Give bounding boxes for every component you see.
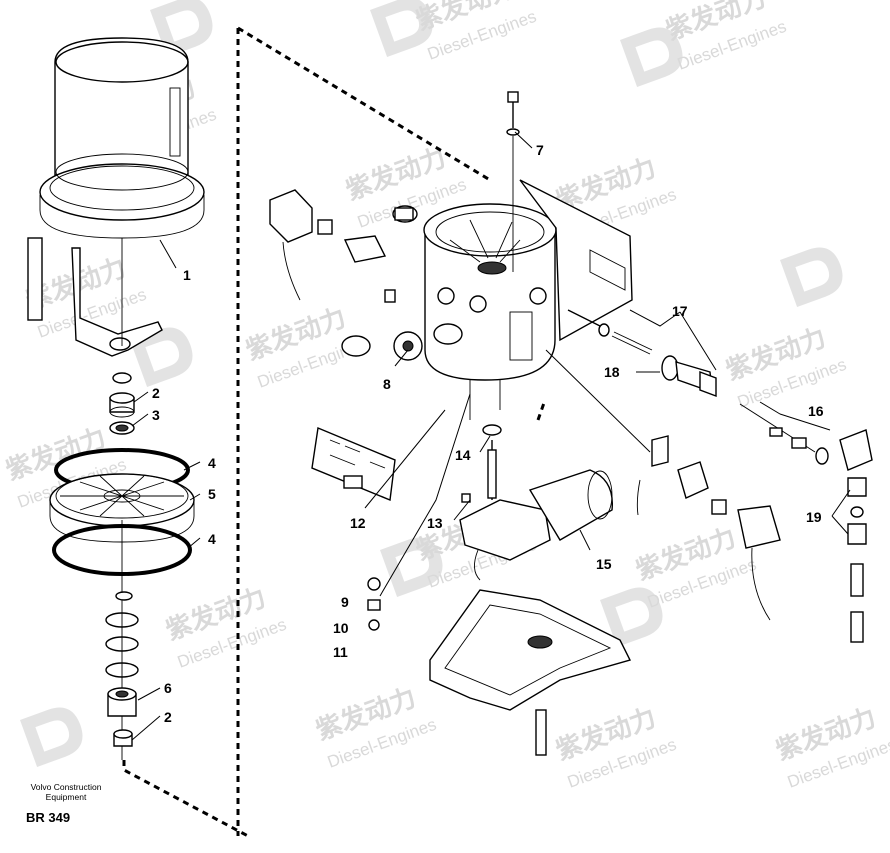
callout-7: 7	[536, 142, 544, 158]
part-washer	[112, 372, 132, 384]
callout-4: 4	[208, 455, 216, 471]
callout-10: 10	[333, 620, 349, 636]
callout-2: 2	[164, 709, 172, 725]
brand-line-1: Volvo Construction	[30, 782, 102, 792]
leader-lines	[131, 131, 851, 741]
watermark-logo	[620, 27, 683, 87]
callout-17: 17	[672, 303, 688, 319]
callout-16: 16	[808, 403, 824, 419]
watermark-logo	[380, 537, 443, 597]
part-spring	[367, 599, 381, 611]
part-connector-left	[269, 189, 396, 303]
part-connector-right	[636, 435, 781, 621]
part-seal-ring	[367, 577, 381, 591]
part-bearing	[109, 421, 135, 435]
part-ball	[368, 619, 380, 631]
part-snap-rings	[105, 612, 139, 678]
callout-19: 19	[806, 509, 822, 525]
diagram-code: BR 349	[26, 810, 71, 825]
callout-1: 1	[183, 267, 191, 283]
part-strip	[27, 237, 43, 321]
brand-line-2: Equipment	[45, 792, 87, 802]
brand-caption: Volvo Construction Equipment	[26, 782, 106, 802]
watermark-logo	[20, 707, 83, 767]
part-circuit-board	[311, 427, 396, 501]
part-bushing	[109, 392, 135, 418]
part-plug	[341, 331, 423, 361]
part-stirrer-paddle	[71, 238, 163, 357]
watermark-logo	[780, 247, 843, 307]
part-seal	[482, 424, 502, 436]
watermark-logo	[600, 587, 663, 647]
part-pin	[567, 309, 653, 355]
part-small-washer	[115, 591, 133, 601]
callout-9: 9	[341, 594, 349, 610]
watermark-logo	[130, 327, 193, 387]
callout-5: 5	[208, 486, 216, 502]
part-base-plate	[429, 589, 632, 756]
callout-8: 8	[383, 376, 391, 392]
part-reservoir	[39, 37, 205, 239]
dashed-assembly-boundary	[122, 26, 491, 838]
part-union-fittings	[847, 477, 867, 643]
callout-6: 6	[164, 680, 172, 696]
part-valve	[661, 355, 717, 398]
callout-2: 2	[152, 385, 160, 401]
callout-labels: 1 2 3 4 5 4 6 2 7 8 9 10 11 12 13 14 15 …	[152, 142, 824, 725]
part-pump-housing	[423, 179, 633, 420]
callout-14: 14	[455, 447, 471, 463]
part-motor-gearbox	[459, 440, 614, 581]
callout-13: 13	[427, 515, 443, 531]
callout-11: 11	[333, 644, 348, 660]
part-tube-fitting	[739, 403, 873, 471]
diagram-footer: Volvo Construction Equipment BR 349	[26, 782, 106, 825]
callout-4: 4	[208, 531, 216, 547]
callout-12: 12	[350, 515, 366, 531]
part-bolt	[506, 91, 520, 272]
callout-3: 3	[152, 407, 160, 423]
part-plug-fitting	[392, 205, 418, 223]
callout-15: 15	[596, 556, 612, 572]
part-sleeve	[107, 687, 137, 717]
callout-18: 18	[604, 364, 620, 380]
part-bushing-bottom	[113, 729, 133, 747]
dashed-assembly-boundary	[536, 399, 547, 421]
watermark-logo	[370, 0, 433, 57]
